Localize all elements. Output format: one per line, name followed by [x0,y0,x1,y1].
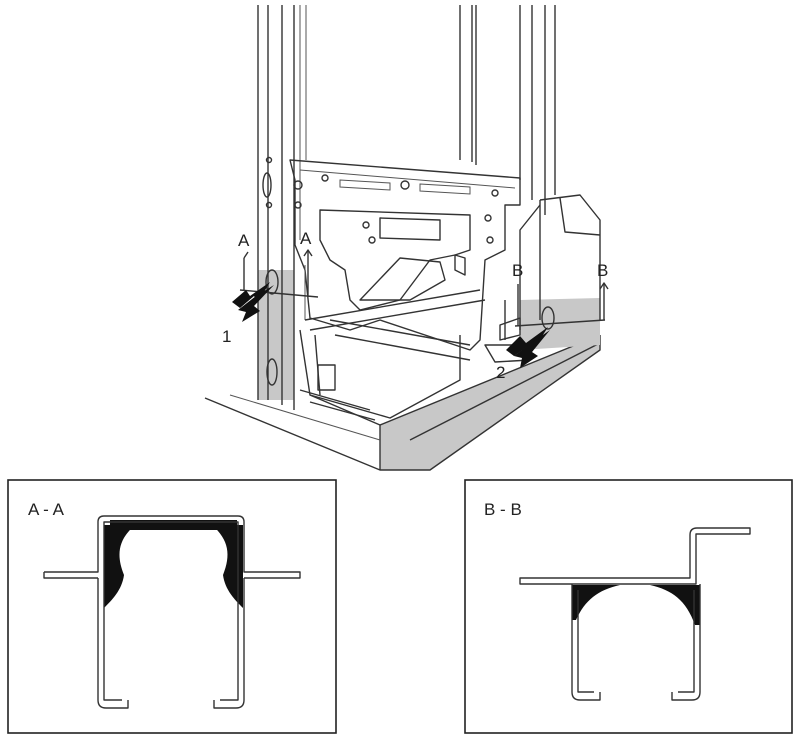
inner-rocker [299,319,471,426]
section-panel-b: B - B [464,479,793,734]
weld-fill-a-right [212,525,243,608]
body-structure-view: A A B B 1 2 [204,5,609,471]
sill-panel [204,334,601,471]
section-b-label-right: B [597,261,608,280]
weld-arrow-1 [232,282,274,322]
right-pillar [459,5,556,215]
section-b-label-left: B [512,261,523,280]
section-a-label-left: A [238,231,250,250]
weld-arrow-2 [506,327,550,368]
bracket-plate [289,159,521,351]
weld-fill-b-right [650,585,700,625]
section-line-b: B B [512,261,609,327]
section-panel-a-title: A - A [28,500,65,519]
section-panel-a: A - A [7,479,337,734]
weld-fill-b-left [572,585,620,620]
section-a-label-right: A [300,229,312,248]
weld-point-2-label: 2 [496,363,505,382]
weld-point-1-label: 1 [222,327,231,346]
section-line-a: A A [238,229,319,298]
section-panel-b-title: B - B [484,500,522,519]
weld-fill-a-left [104,525,135,608]
